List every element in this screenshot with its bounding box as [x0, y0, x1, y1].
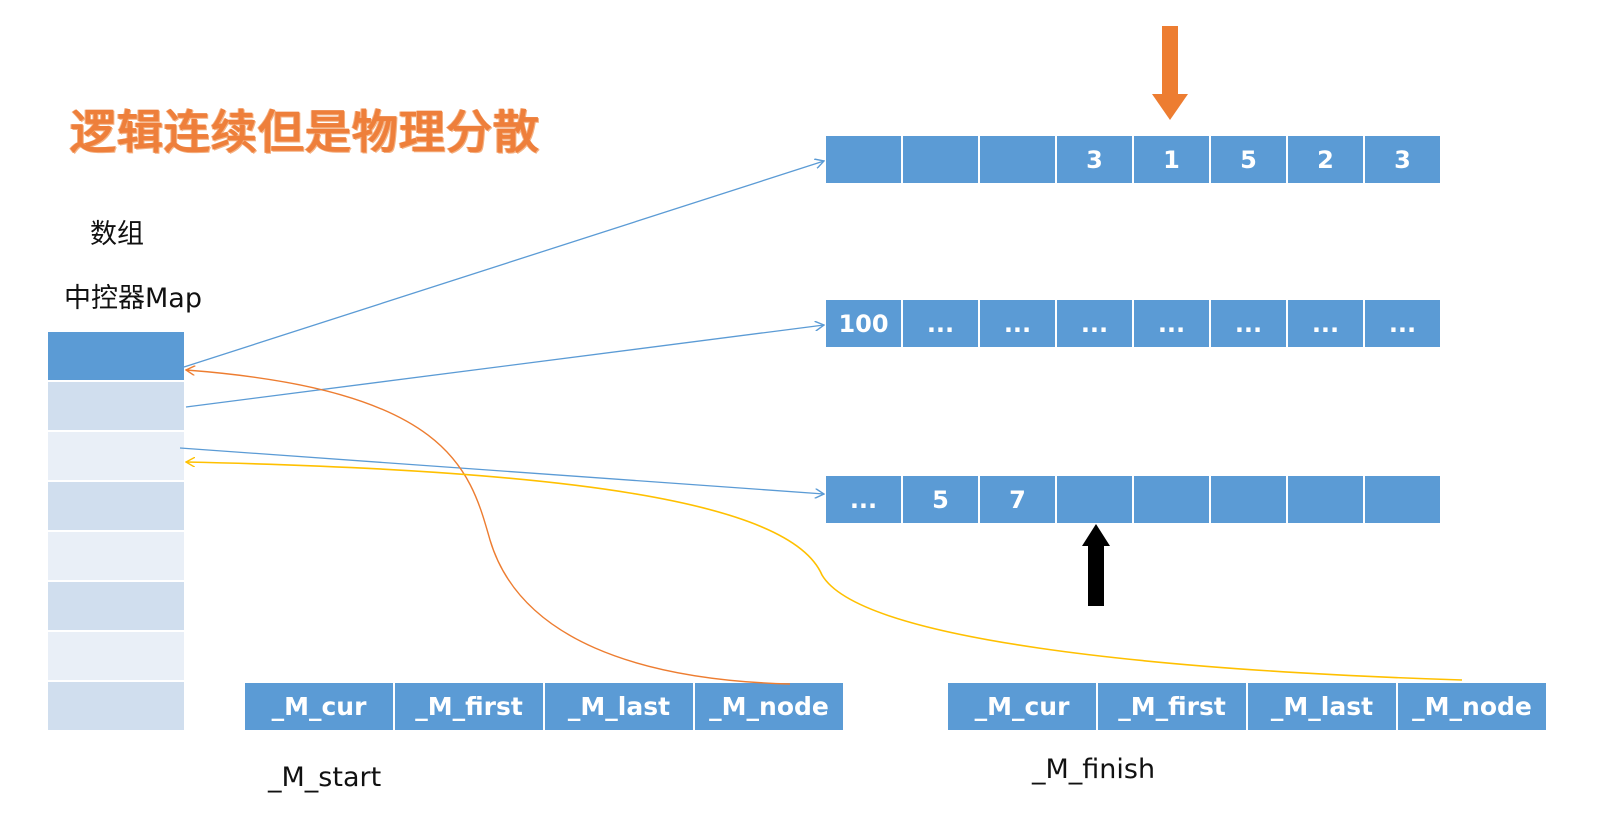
start-cur-arrow-icon	[1152, 26, 1188, 120]
finish-node-field: _M_node	[1398, 683, 1546, 730]
controller-map-label: 中控器Map	[64, 283, 202, 314]
buffer-1-cell: 2	[1288, 136, 1363, 183]
map-to-buffer-2-link	[185, 325, 824, 408]
buffer-2-cell: ...	[1134, 300, 1209, 347]
buffer-3-cell: ...	[826, 476, 901, 523]
buffer-3-cell: 5	[903, 476, 978, 523]
map-node-0	[48, 332, 184, 380]
buffer-3-cell: 7	[980, 476, 1055, 523]
start-node-field: _M_node	[695, 683, 843, 730]
buffer-1-cell	[826, 136, 901, 183]
buffer-1-cell: 1	[1134, 136, 1209, 183]
buffer-1-cell: 3	[1365, 136, 1440, 183]
buffer-1-cell	[980, 136, 1055, 183]
finish-cur-field: _M_cur	[948, 683, 1096, 730]
map-to-buffer-3-link	[179, 447, 824, 494]
buffer-2-cell: 100	[826, 300, 901, 347]
map-node-2	[48, 432, 184, 480]
buffer-2: 100 ... ... ... ... ... ... ...	[826, 300, 1442, 347]
buffer-3-cell	[1288, 476, 1363, 523]
start-cur-field: _M_cur	[245, 683, 393, 730]
finish-first-field: _M_first	[1098, 683, 1246, 730]
map-node-1	[48, 382, 184, 430]
buffer-3: ... 5 7	[826, 476, 1442, 523]
buffer-1-cell	[903, 136, 978, 183]
controller-map	[48, 332, 184, 732]
map-node-3	[48, 482, 184, 530]
buffer-3-cell	[1365, 476, 1440, 523]
buffer-2-cell: ...	[1365, 300, 1440, 347]
finish-iterator-label: _M_finish	[1032, 754, 1156, 785]
array-label: 数组	[90, 219, 144, 250]
start-iterator: _M_cur _M_first _M_last _M_node	[245, 683, 845, 730]
start-last-field: _M_last	[545, 683, 693, 730]
buffer-2-cell: ...	[980, 300, 1055, 347]
map-node-5	[48, 582, 184, 630]
start-node-link	[186, 370, 791, 685]
map-node-4	[48, 532, 184, 580]
map-to-buffer-1-link	[183, 161, 824, 368]
buffer-3-cell	[1211, 476, 1286, 523]
slide-title: 逻辑连续但是物理分散	[70, 105, 540, 159]
start-iterator-label: _M_start	[268, 762, 382, 793]
buffer-3-cell	[1134, 476, 1209, 523]
finish-node-link	[186, 462, 1463, 681]
buffer-1: 3 1 5 2 3	[826, 136, 1442, 183]
finish-cur-arrow-icon	[1082, 524, 1110, 606]
buffer-1-cell: 3	[1057, 136, 1132, 183]
buffer-1-cell: 5	[1211, 136, 1286, 183]
finish-iterator: _M_cur _M_first _M_last _M_node	[948, 683, 1548, 730]
buffer-2-cell: ...	[903, 300, 978, 347]
map-node-6	[48, 632, 184, 680]
buffer-2-cell: ...	[1211, 300, 1286, 347]
start-first-field: _M_first	[395, 683, 543, 730]
buffer-2-cell: ...	[1057, 300, 1132, 347]
map-node-7	[48, 682, 184, 730]
buffer-2-cell: ...	[1288, 300, 1363, 347]
buffer-3-cell	[1057, 476, 1132, 523]
finish-last-field: _M_last	[1248, 683, 1396, 730]
